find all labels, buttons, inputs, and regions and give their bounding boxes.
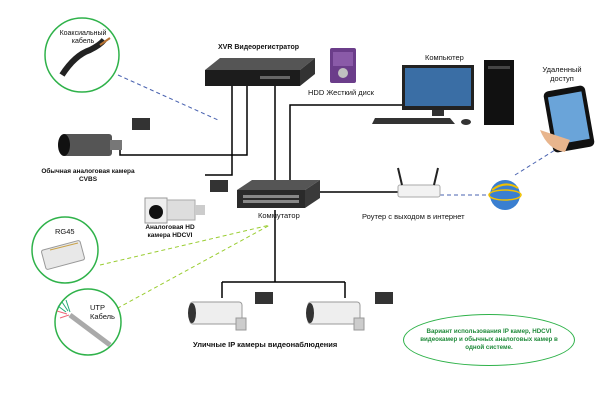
hdd-icon: [330, 48, 356, 83]
note-text: Вариант использования IP камер, HDCVI ви…: [420, 328, 558, 351]
ip-cameras-label: Уличные IP камеры видеонаблюдения: [193, 340, 338, 349]
rg45-dashed-line: [99, 224, 271, 266]
switch-icon: [237, 180, 320, 208]
cvbs-camera-label: Обычная аналоговая камера CVBS: [41, 168, 135, 183]
cvbs-camera-icon: [58, 118, 150, 156]
computer-label: Компьютер: [425, 53, 464, 62]
utp-cable-icon: [54, 288, 122, 356]
hdd-label: HDD Жесткий диск: [308, 88, 374, 97]
smartphone-icon: [540, 85, 595, 153]
internet-globe-icon: [488, 180, 522, 210]
dashed-lines: [99, 74, 556, 316]
rg45-connector-icon: [31, 216, 99, 284]
note-ellipse: Вариант использования IP камер, HDCVI ви…: [403, 314, 575, 366]
remote-access-label: Удаленный доступ: [542, 65, 582, 83]
router-label: Роутер с выходом в интернет: [362, 212, 465, 221]
coax-cable-icon: [44, 17, 120, 93]
rg45-label: RG45: [55, 227, 75, 236]
utp-dashed-line: [104, 224, 271, 316]
ip-camera-2-icon: [306, 292, 393, 331]
xvr-hdcvi-line: [205, 86, 233, 176]
hdcvi-camera-icon: [144, 180, 228, 224]
hdcvi-camera-label: Аналоговая HD камера HDCVI: [145, 224, 195, 239]
router-icon: [397, 167, 441, 198]
utp-label: UTP Кабель: [90, 303, 115, 321]
coax-label: Коаксиальный кабель: [59, 30, 107, 45]
computer-icon: [372, 60, 514, 125]
globe-phone-dashed: [514, 149, 556, 176]
xvr-recorder-icon: [205, 58, 315, 86]
ip-camera-1-icon: [188, 292, 273, 331]
coax-dashed-line: [117, 74, 219, 121]
xvr-label: XVR Видеорегистратор: [218, 44, 300, 51]
switch-label: Коммутатор: [258, 211, 300, 220]
